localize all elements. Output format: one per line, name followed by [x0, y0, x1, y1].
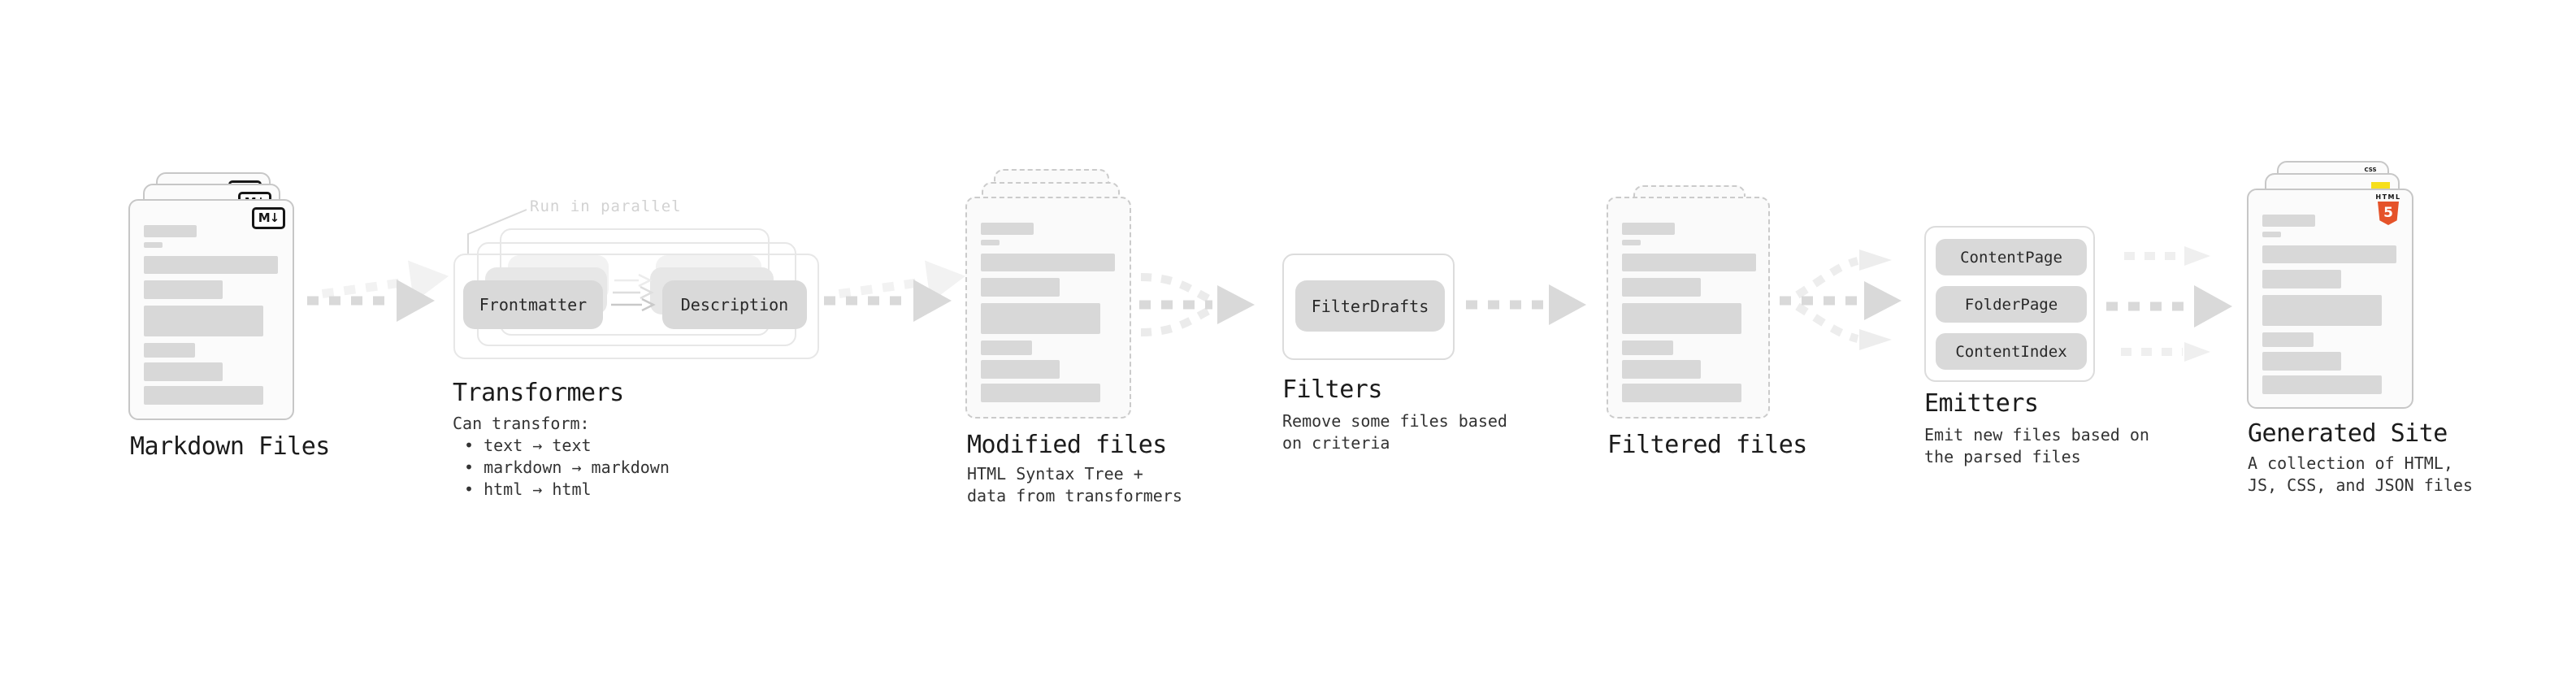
html5-icon-label: HTML: [2375, 193, 2401, 201]
flow-arrow-markdown-to-transformers: [307, 260, 449, 322]
node-frontmatter: Frontmatter: [463, 280, 603, 329]
flow-arrow-filters-to-filtered: [1466, 284, 1586, 325]
emitters-desc-line2: the parsed files: [1924, 447, 2081, 466]
site-doc-front: HTML 5: [2247, 189, 2413, 409]
stage-title-filters: Filters: [1282, 375, 1382, 404]
markdown-icon: M↓: [252, 207, 285, 229]
flow-arrow-modified-to-filters: [1139, 273, 1255, 336]
transformers-description: Can transform: • text → text • markdown …: [453, 413, 670, 501]
stage-title-transformers: Transformers: [453, 379, 624, 407]
node-contentpage: ContentPage: [1936, 239, 2087, 275]
site-desc-line1: A collection of HTML,: [2248, 453, 2453, 473]
emitters-desc-line1: Emit new files based on: [1924, 425, 2149, 445]
filters-desc-line2: on criteria: [1282, 433, 1390, 453]
parallel-arrows: [611, 273, 656, 312]
html5-icon-shield: 5: [2378, 202, 2399, 225]
html5-icon-number: 5: [2383, 205, 2393, 221]
flow-arrow-emitters-to-site: [2106, 246, 2232, 362]
transformer-frame-front: [453, 254, 819, 359]
stage-title-markdown-files: Markdown Files: [130, 432, 330, 461]
flow-arrow-filtered-to-emitters: [1780, 249, 1902, 350]
markdown-doc-front: M↓: [128, 199, 294, 420]
transformers-desc-heading: Can transform:: [453, 414, 590, 433]
css-icon-label: CSS: [2364, 167, 2377, 173]
site-description: A collection of HTML, JS, CSS, and JSON …: [2248, 453, 2473, 497]
js-icon: [2371, 182, 2390, 191]
stage-title-modified-files: Modified files: [967, 431, 1167, 459]
modified-desc-line2: data from transformers: [967, 486, 1182, 505]
annotation-connector: [467, 209, 527, 254]
node-folderpage: FolderPage: [1936, 286, 2087, 323]
filtered-doc-front: [1607, 197, 1770, 419]
node-description: Description: [662, 280, 807, 329]
filters-description: Remove some files based on criteria: [1282, 410, 1507, 454]
flow-arrow-transformers-to-modified: [824, 260, 966, 322]
filters-panel: FilterDrafts: [1282, 254, 1455, 360]
modified-desc-line1: HTML Syntax Tree +: [967, 464, 1143, 484]
stage-title-emitters: Emitters: [1924, 389, 2039, 418]
stage-title-generated-site: Generated Site: [2248, 419, 2448, 448]
stage-title-filtered-files: Filtered files: [1607, 431, 1807, 459]
emitters-description: Emit new files based on the parsed files: [1924, 424, 2149, 468]
site-desc-line2: JS, CSS, and JSON files: [2248, 475, 2473, 495]
transformers-bullet-markdown: • markdown → markdown: [464, 458, 670, 477]
filters-desc-line1: Remove some files based: [1282, 411, 1507, 431]
node-contentindex: ContentIndex: [1936, 333, 2087, 370]
transformers-bullet-html: • html → html: [464, 479, 592, 499]
modified-description: HTML Syntax Tree + data from transformer…: [967, 463, 1182, 507]
node-filterdrafts: FilterDrafts: [1295, 280, 1445, 332]
modified-doc-front: [965, 197, 1131, 419]
html5-icon: HTML 5: [2375, 193, 2401, 225]
annotation-run-in-parallel: Run in parallel: [530, 197, 682, 215]
transformers-bullet-text: • text → text: [464, 436, 592, 455]
emitters-panel: ContentPage FolderPage ContentIndex: [1924, 226, 2095, 382]
